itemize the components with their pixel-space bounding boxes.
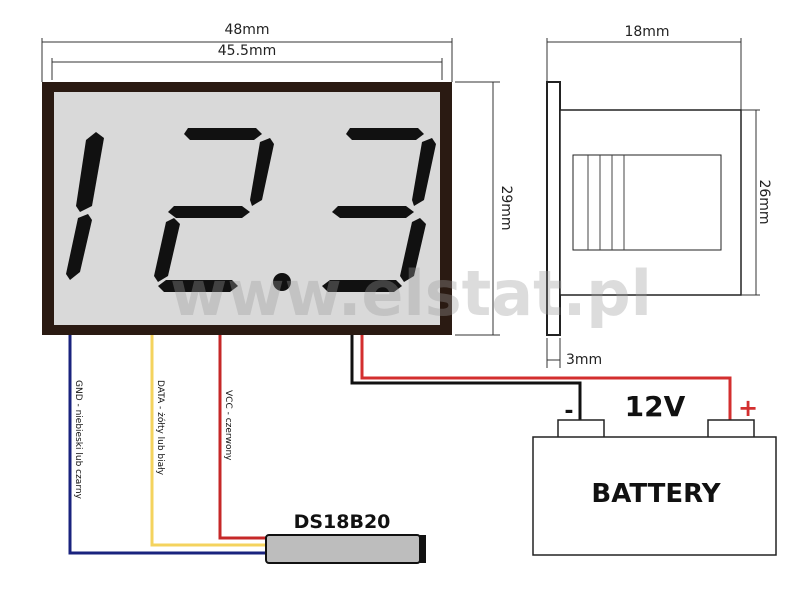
- battery-voltage: 12V: [625, 390, 686, 423]
- wire-vcc-label: VCC - czerwony: [223, 390, 233, 461]
- digit-2-segments: [154, 128, 274, 292]
- height-label: 29mm: [498, 185, 514, 230]
- display-module: [42, 82, 452, 335]
- thickness-label: 3mm: [566, 352, 602, 368]
- wire-gnd-label: GND - niebieski lub czarny: [73, 380, 83, 500]
- dimension-inner-width: 45.5mm: [51, 43, 443, 80]
- side-height-label: 26mm: [756, 179, 772, 224]
- sensor-wires: [68, 335, 268, 555]
- wire-data-label: DATA - żółty lub biały: [155, 380, 166, 476]
- outer-width-label: 48mm: [224, 22, 269, 38]
- side-width-label: 18mm: [624, 24, 669, 40]
- wire-gnd: [68, 335, 268, 555]
- side-view: 18mm 26mm 3mm: [546, 24, 772, 368]
- battery-plus-sign: +: [738, 394, 758, 422]
- digit-1-segments: [66, 132, 104, 280]
- inner-width-label: 45.5mm: [218, 43, 276, 59]
- sensor-label: DS18B20: [294, 511, 391, 533]
- dimension-height: 29mm: [455, 81, 514, 336]
- wire-negative: [350, 335, 582, 420]
- wire-vcc: [218, 335, 268, 540]
- sensor-body: [265, 534, 421, 564]
- decimal-point: [273, 273, 291, 291]
- digit-3-segments: [322, 128, 436, 292]
- battery: 12V - + BATTERY: [532, 390, 777, 556]
- wire-data: [150, 335, 268, 547]
- ds18b20-sensor: DS18B20: [265, 511, 426, 564]
- watermark: www.elstat.pl: [170, 257, 652, 330]
- dimension-outer-width: 48mm: [41, 22, 453, 82]
- battery-minus-sign: -: [564, 399, 573, 424]
- battery-body: [532, 436, 777, 556]
- wire-positive: [360, 335, 732, 420]
- side-connector: [572, 154, 722, 251]
- battery-label: BATTERY: [591, 479, 721, 509]
- battery-terminal-positive: [707, 419, 755, 439]
